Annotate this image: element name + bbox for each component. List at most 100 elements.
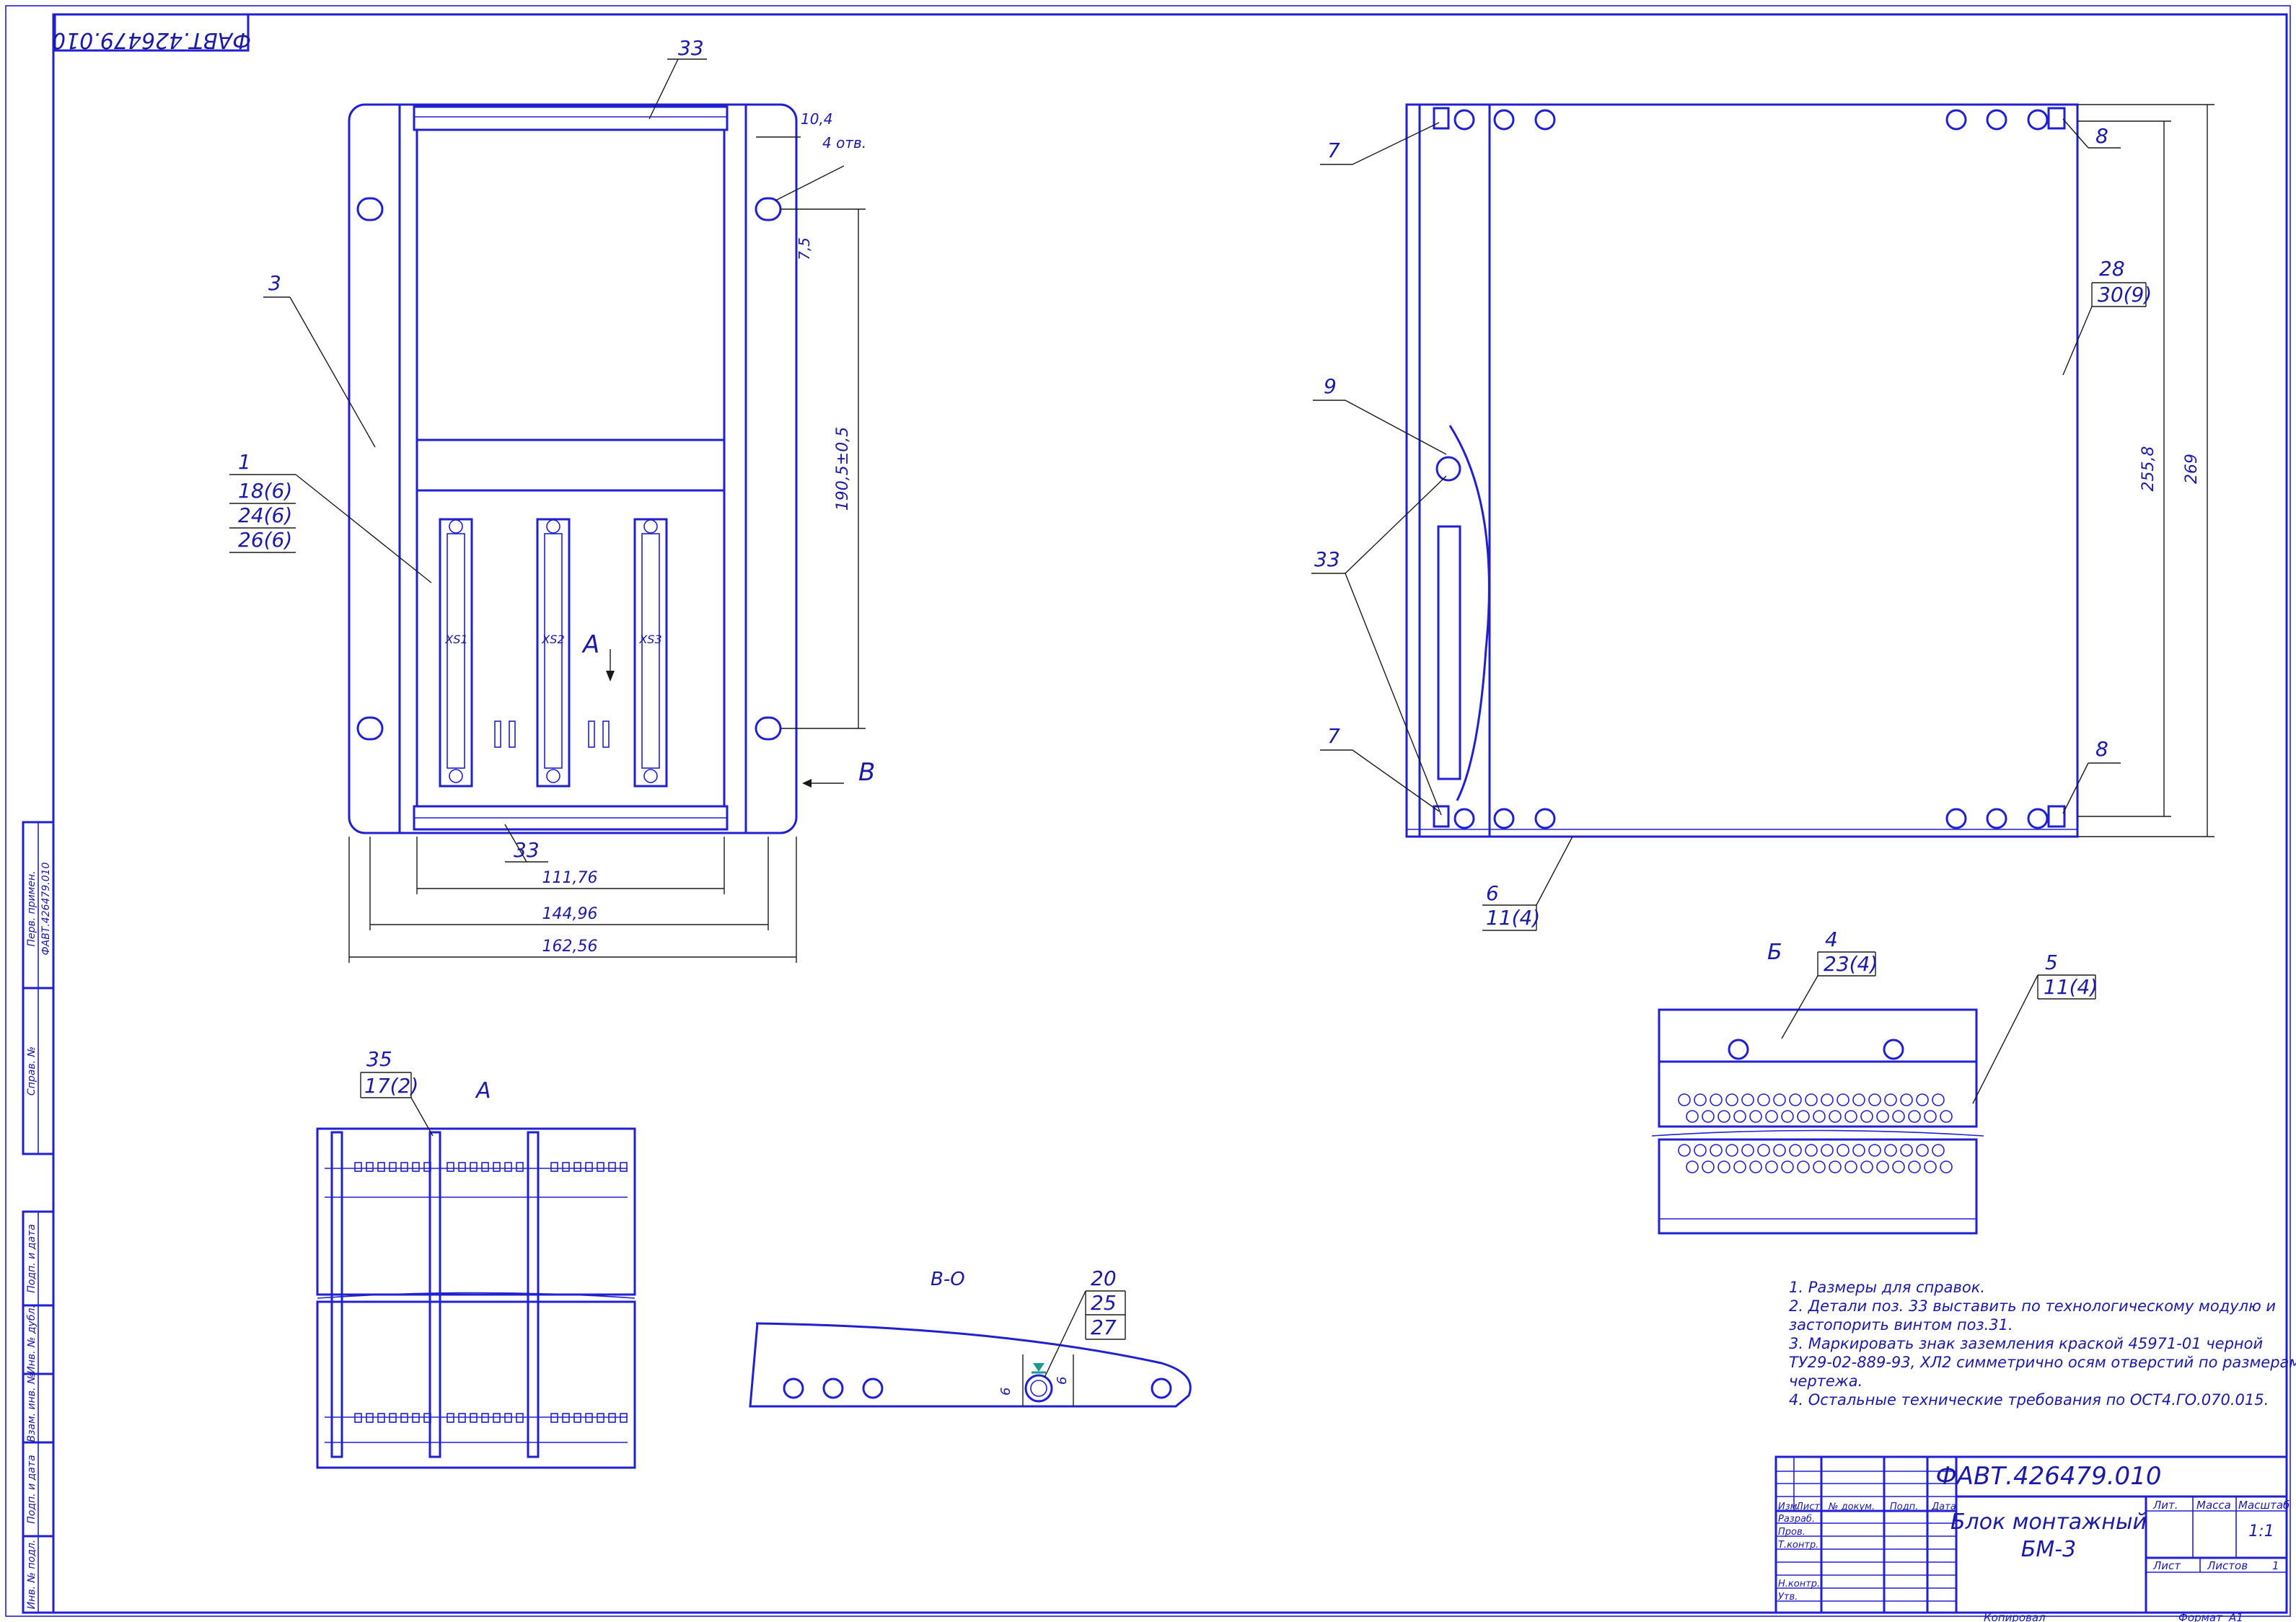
front-panel [348, 103, 798, 834]
pin-hole [389, 1413, 397, 1423]
callout-33-side: 33 [1314, 547, 1340, 571]
front-dims: 111,76 144,96 162,56 190,5±0,5 10,4 4 от… [348, 110, 866, 963]
pin-hole [562, 1162, 570, 1172]
part-list-4: 26(6) [238, 528, 292, 552]
pin-hole [1694, 1093, 1707, 1106]
pin-hole [1916, 1093, 1929, 1106]
pin-hole [1773, 1144, 1786, 1157]
part-list-1: 1 [238, 450, 251, 474]
scale-label: Масштаб [2238, 1499, 2290, 1512]
note-4: 4. Остальные технические требования по О… [1789, 1391, 2269, 1409]
title-name-2: БМ-3 [2021, 1537, 2076, 1562]
pin-hole [1892, 1160, 1905, 1173]
pin-hole [366, 1413, 374, 1423]
pin-hole [1733, 1160, 1746, 1173]
pin-hole [1686, 1160, 1699, 1173]
pin-hole [1781, 1160, 1794, 1173]
hdr-doc: № докум. [1828, 1502, 1875, 1512]
pin-hole [1900, 1093, 1913, 1106]
detail-b-title: Б [1767, 940, 1782, 965]
slot-xs3-label: XS3 [638, 633, 661, 646]
pin-hole [470, 1162, 478, 1172]
hdr-date: Дата [1931, 1502, 1956, 1512]
title-code: ФАВТ.426479.010 [1936, 1462, 2162, 1491]
part-list-3: 24(6) [238, 503, 292, 527]
pin-hole [562, 1413, 570, 1423]
pin-hole [458, 1413, 466, 1423]
mount-hole [755, 716, 782, 741]
pin-hole [1844, 1110, 1857, 1123]
pin-hole [1694, 1144, 1707, 1157]
view-a-holes [354, 1162, 628, 1423]
pin-hole [597, 1162, 604, 1172]
pin-hole [389, 1162, 397, 1172]
slot-xs1-label: XS1 [444, 633, 467, 646]
pin-hole [1932, 1144, 1945, 1157]
pin-hole [573, 1413, 581, 1423]
detail-b-qty4: 23(4) [1824, 952, 1878, 976]
stamp-dup-inv: Инв. № дубл. [26, 1305, 38, 1374]
pin-hole [1710, 1093, 1723, 1106]
view-v-title: В-О [931, 1269, 965, 1290]
pin-hole [620, 1162, 628, 1172]
pin-hole [1837, 1093, 1849, 1106]
pin-hole [481, 1162, 489, 1172]
role-tcontr: Т.контр. [1778, 1540, 1818, 1551]
pin-hole [400, 1413, 408, 1423]
dim-144-96: 144,96 [542, 905, 598, 923]
side-body [1405, 103, 2079, 838]
pin-hole [1765, 1160, 1778, 1173]
callout-8-top: 8 [2095, 124, 2108, 148]
hdr-list: Лист [1795, 1502, 1820, 1512]
side-view: 7 7 8 8 9 33 6 11(4) 28 30(9) 255,8 269 [1311, 103, 2214, 931]
stamp-sign-date-1: Подп. и дата [26, 1224, 38, 1292]
pin-hole [1805, 1093, 1818, 1106]
pin-hole [550, 1413, 558, 1423]
pin-hole [573, 1162, 581, 1172]
format-value: A1 [2228, 1611, 2243, 1622]
dim-111-76: 111,76 [542, 869, 598, 887]
scale-value: 1:1 [2248, 1522, 2274, 1541]
stamp-first-use-code: ФАВТ.426479.010 [40, 862, 52, 955]
pin-hole [458, 1162, 466, 1172]
front-view: XS1 XS2 XS3 А В 33 3 [229, 36, 875, 963]
lower-module [415, 489, 726, 808]
dim-269: 269 [2183, 454, 2201, 484]
pin-hole [493, 1162, 501, 1172]
view-a-pos: 35 [366, 1047, 392, 1071]
inner-frame [52, 13, 2288, 1614]
dim-10-4: 10,4 [801, 110, 833, 128]
pin-hole [504, 1413, 512, 1423]
hdr-izm: Изм. [1778, 1502, 1800, 1512]
view-v-dim-b: 6 [1055, 1377, 1070, 1385]
pin-hole [608, 1162, 616, 1172]
pin-hole [1940, 1160, 1953, 1173]
pin-hole [1757, 1144, 1770, 1157]
pin-hole [1884, 1093, 1897, 1106]
detail-b-qty5: 11(4) [2044, 975, 2098, 999]
pin-hole [1908, 1110, 1921, 1123]
pin-hole [504, 1162, 512, 1172]
title-name-1: Блок монтажный [1950, 1509, 2147, 1535]
mount-hole [356, 716, 384, 741]
pin-hole [481, 1413, 489, 1423]
rotated-stamp-text: ФАВТ.426479.010 [52, 27, 251, 53]
copied-label: Копировал [1984, 1611, 2046, 1622]
callout-6: 6 [1486, 881, 1499, 905]
view-a-marker: А [581, 630, 599, 659]
note-3: 3. Маркировать знак заземления краской 4… [1789, 1335, 2263, 1352]
pin-hole [354, 1162, 362, 1172]
tech-notes: 1. Размеры для справок. 2. Детали поз. 3… [1789, 1279, 2296, 1409]
pin-hole [377, 1162, 385, 1172]
stamp-orig-inv: Инв. № подл. [26, 1540, 38, 1610]
callout-7-bottom: 7 [1327, 724, 1340, 748]
pin-hole [1852, 1093, 1865, 1106]
pin-hole [1892, 1110, 1905, 1123]
pin-hole [620, 1413, 628, 1423]
pin-hole [1829, 1160, 1842, 1173]
pin-hole [423, 1162, 431, 1172]
pin-hole [1702, 1110, 1715, 1123]
pin-hole [412, 1162, 420, 1172]
note-2: 2. Детали поз. 33 выставить по технологи… [1789, 1297, 2276, 1315]
